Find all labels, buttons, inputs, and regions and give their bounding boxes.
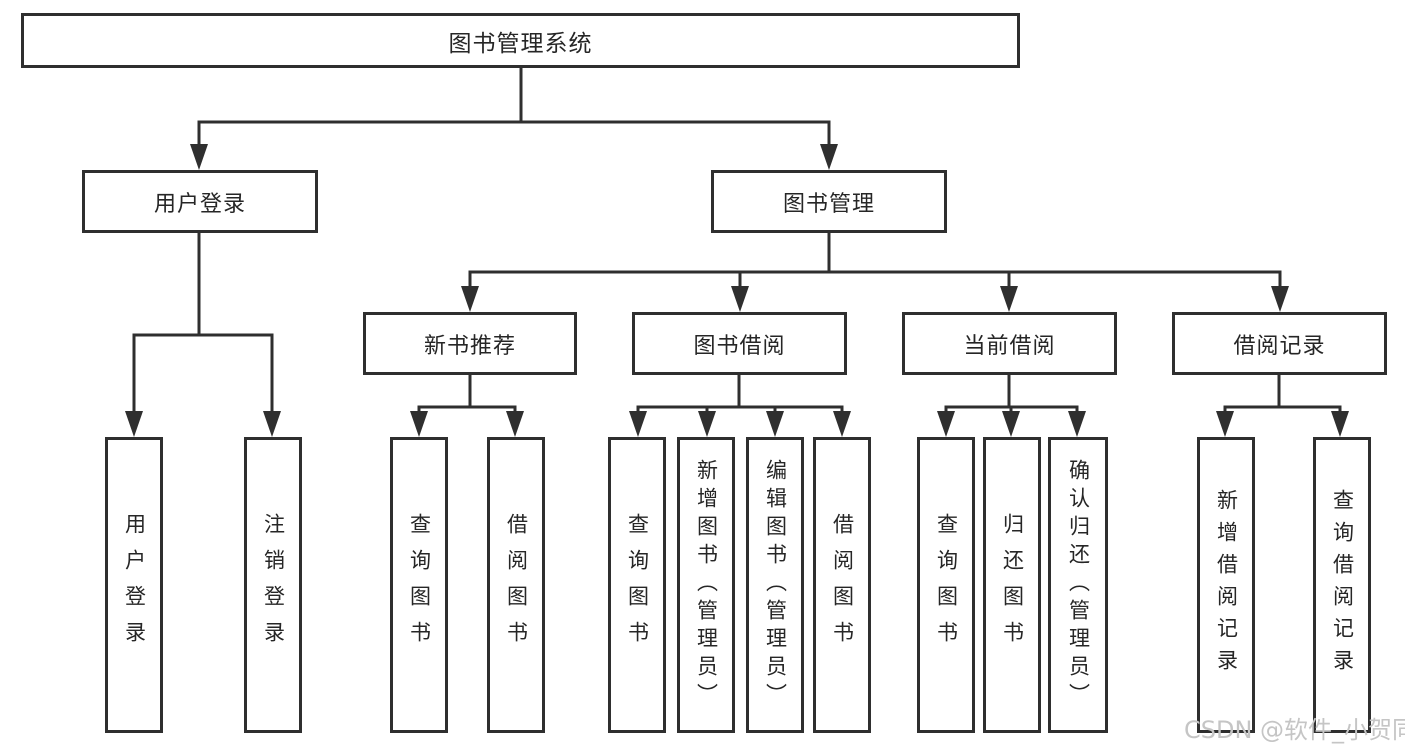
leaf-add-books-admin: 新增图书（管理员） [677, 437, 735, 733]
arrowheads [125, 144, 1349, 437]
leaf-label: 编辑图书（管理员） [763, 459, 788, 711]
node-borrow-record: 借阅记录 [1172, 312, 1387, 375]
node-new-book-recommend: 新书推荐 [363, 312, 577, 375]
leaf-query-books-current: 查询图书 [917, 437, 975, 733]
leaf-query-books-borrow: 查询图书 [608, 437, 666, 733]
leaf-label: 归还图书 [1000, 513, 1025, 657]
csdn-watermark: CSDN @软件_小贺同学 [1184, 716, 1405, 744]
leaf-return-books: 归还图书 [983, 437, 1041, 733]
leaf-borrow-books: 借阅图书 [813, 437, 871, 733]
leaf-label: 注销登录 [261, 513, 286, 657]
leaf-add-borrow-record: 新增借阅记录 [1197, 437, 1255, 733]
leaf-query-borrow-record: 查询借阅记录 [1313, 437, 1371, 733]
leaf-label: 用户登录 [122, 513, 147, 657]
leaf-label: 借阅图书 [830, 513, 855, 657]
leaf-logout: 注销登录 [244, 437, 302, 733]
leaf-confirm-return-admin: 确认归还（管理员） [1048, 437, 1108, 733]
leaf-label: 查询图书 [934, 513, 959, 657]
node-book-borrow: 图书借阅 [632, 312, 847, 375]
leaf-label: 借阅图书 [504, 513, 529, 657]
leaf-label: 确认归还（管理员） [1066, 459, 1091, 711]
leaf-label: 查询借阅记录 [1330, 489, 1355, 681]
leaf-query-books-recommend: 查询图书 [390, 437, 448, 733]
node-library-system: 图书管理系统 [21, 13, 1020, 68]
leaf-edit-books-admin: 编辑图书（管理员） [746, 437, 804, 733]
leaf-borrow-books-recommend: 借阅图书 [487, 437, 545, 733]
leaf-label: 查询图书 [407, 513, 432, 657]
node-current-borrow: 当前借阅 [902, 312, 1117, 375]
node-user-login: 用户登录 [82, 170, 318, 233]
leaf-label: 新增借阅记录 [1214, 489, 1239, 681]
leaf-label: 新增图书（管理员） [694, 459, 719, 711]
leaf-user-login: 用户登录 [105, 437, 163, 733]
node-book-management: 图书管理 [711, 170, 947, 233]
leaf-label: 查询图书 [625, 513, 650, 657]
